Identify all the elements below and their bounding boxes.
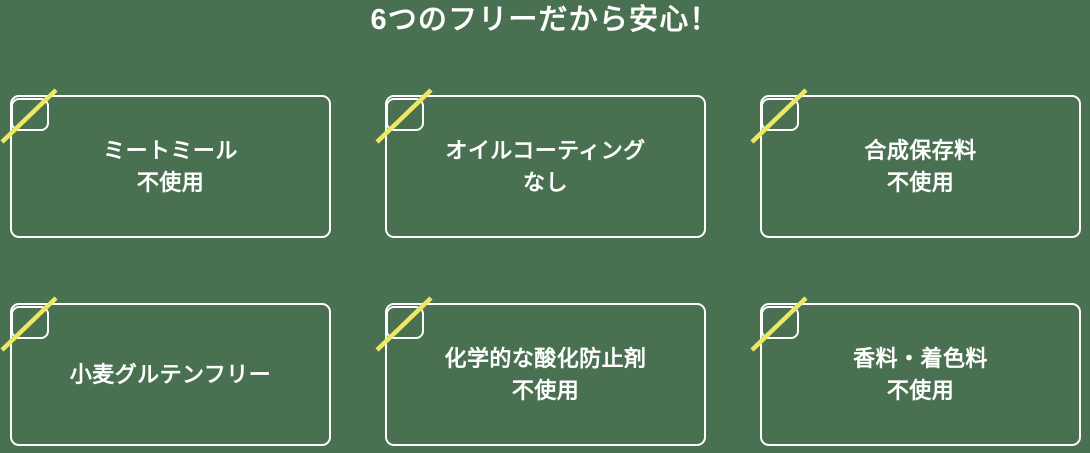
free-item-label: 小麦グルテンフリー — [69, 361, 272, 387]
free-item-card: 合成保存料 不使用 — [750, 88, 1081, 238]
diagonal-slash-line — [375, 296, 433, 352]
free-item-card: 化学的な酸化防止剤 不使用 — [375, 296, 706, 446]
free-item-label: 香料・着色料 不使用 — [853, 346, 988, 403]
free-item-card: ミートミール 不使用 — [0, 88, 331, 238]
diagonal-slash-icon — [0, 88, 58, 144]
diagonal-slash-icon — [0, 296, 58, 352]
free-item-card: 小麦グルテンフリー — [0, 296, 331, 446]
page-title: 6つのフリーだから安心！ — [370, 4, 720, 36]
diagonal-slash-line — [0, 296, 58, 352]
free-item-label: オイルコーティング なし — [445, 138, 646, 195]
diagonal-slash-line — [375, 88, 433, 144]
diagonal-slash-icon — [750, 88, 808, 144]
free-item-label: 化学的な酸化防止剤 不使用 — [444, 346, 647, 403]
diagonal-slash-line — [0, 88, 58, 144]
diagonal-slash-icon — [750, 296, 808, 352]
free-item-card: 香料・着色料 不使用 — [750, 296, 1081, 446]
diagonal-slash-line — [750, 88, 808, 144]
free-items-grid: ミートミール 不使用 オイルコーティング なし 合成保存料 不使用 — [0, 88, 1083, 453]
diagonal-slash-icon — [375, 88, 433, 144]
free-item-label: 合成保存料 不使用 — [864, 138, 977, 195]
free-item-label: ミートミール 不使用 — [103, 138, 238, 195]
diagonal-slash-icon — [375, 296, 433, 352]
free-item-card: オイルコーティング なし — [375, 88, 706, 238]
diagonal-slash-line — [750, 296, 808, 352]
